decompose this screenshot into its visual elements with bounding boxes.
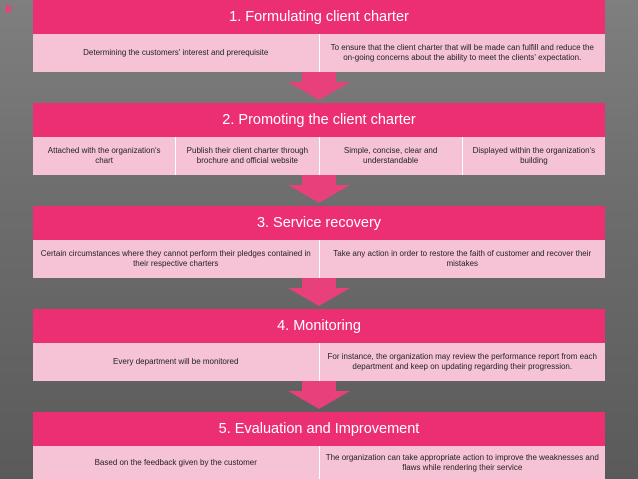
slide-bullet-icon (6, 4, 13, 14)
step-4-title: 4. Monitoring (33, 309, 605, 343)
down-arrow-icon (288, 381, 350, 409)
step-1-title: 1. Formulating client charter (33, 0, 605, 34)
step-2-details: Attached with the organization's chart P… (33, 137, 605, 175)
step-2-item-2: Publish their client charter through bro… (175, 137, 318, 175)
step-2-item-3: Simple, concise, clear and understandabl… (318, 137, 462, 175)
step-4-item-1: Every department will be monitored (113, 357, 239, 366)
step-5-item-1: Based on the feedback given by the custo… (94, 457, 257, 467)
step-4-details: Every department will be monitored For i… (33, 343, 605, 381)
step-3-item-2: Take any action in order to restore the … (318, 240, 606, 278)
step-3-details: Certain circumstances where they cannot … (33, 240, 605, 278)
step-4-item-2: For instance, the organization may revie… (318, 343, 606, 381)
process-diagram: 1. Formulating client charter Determinin… (33, 0, 605, 479)
down-arrow-icon (288, 175, 350, 203)
step-1-item-1: Determining the customers' interest and … (83, 48, 269, 57)
step-5-details: Based on the feedback given by the custo… (33, 446, 605, 479)
step-2-title: 2. Promoting the client charter (33, 103, 605, 137)
down-arrow-icon (288, 278, 350, 306)
step-2-item-4: Displayed within the organization's buil… (461, 137, 605, 175)
step-1-details: Determining the customers' interest and … (33, 34, 605, 72)
step-5-title: 5. Evaluation and Improvement (33, 412, 605, 446)
step-5-item-2: The organization can take appropriate ac… (318, 446, 606, 479)
down-arrow-icon (288, 72, 350, 100)
step-1-item-2: To ensure that the client charter that w… (318, 34, 606, 72)
step-3-title: 3. Service recovery (33, 206, 605, 240)
step-2-item-1: Attached with the organization's chart (47, 146, 161, 165)
step-3-item-1: Certain circumstances where they cannot … (40, 249, 311, 268)
